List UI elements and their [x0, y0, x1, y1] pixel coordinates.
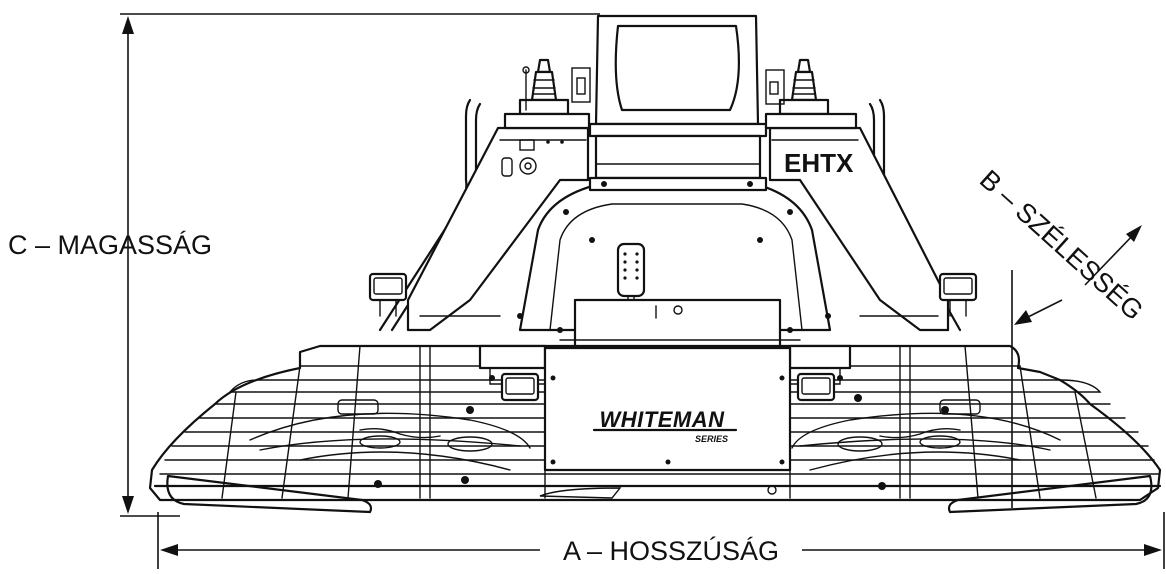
left-control-panel — [501, 139, 564, 177]
lower-frame — [478, 344, 852, 385]
length-label: A – HOSSZÚSÁG — [563, 535, 779, 566]
body-shroud — [406, 126, 950, 332]
model-badge: EHTX — [784, 148, 854, 178]
left-blade-assembly — [249, 399, 531, 488]
brand-sub: SERIES — [695, 434, 728, 444]
right-joystick — [764, 58, 858, 130]
power-trowel-drawing: WHITEMAN SERIES EHTX — [148, 14, 1162, 514]
height-dimension — [120, 13, 600, 517]
ignition-switch-icon — [501, 157, 513, 177]
engine-box — [559, 298, 801, 348]
front-right-light — [796, 372, 836, 402]
left-joystick — [503, 58, 591, 130]
length-dimension — [157, 512, 1165, 569]
brand-logo: WHITEMAN — [600, 407, 726, 432]
key-switch-icon — [519, 157, 537, 175]
width-dimension — [1011, 225, 1142, 508]
operator-seat — [588, 14, 768, 192]
front-panel: WHITEMAN SERIES — [543, 346, 792, 499]
right-blade-assembly — [791, 394, 1061, 490]
front-left-light — [500, 372, 540, 402]
right-work-light — [938, 272, 978, 317]
height-label: C – MAGASSÁG — [8, 230, 212, 260]
left-work-light — [368, 272, 408, 317]
